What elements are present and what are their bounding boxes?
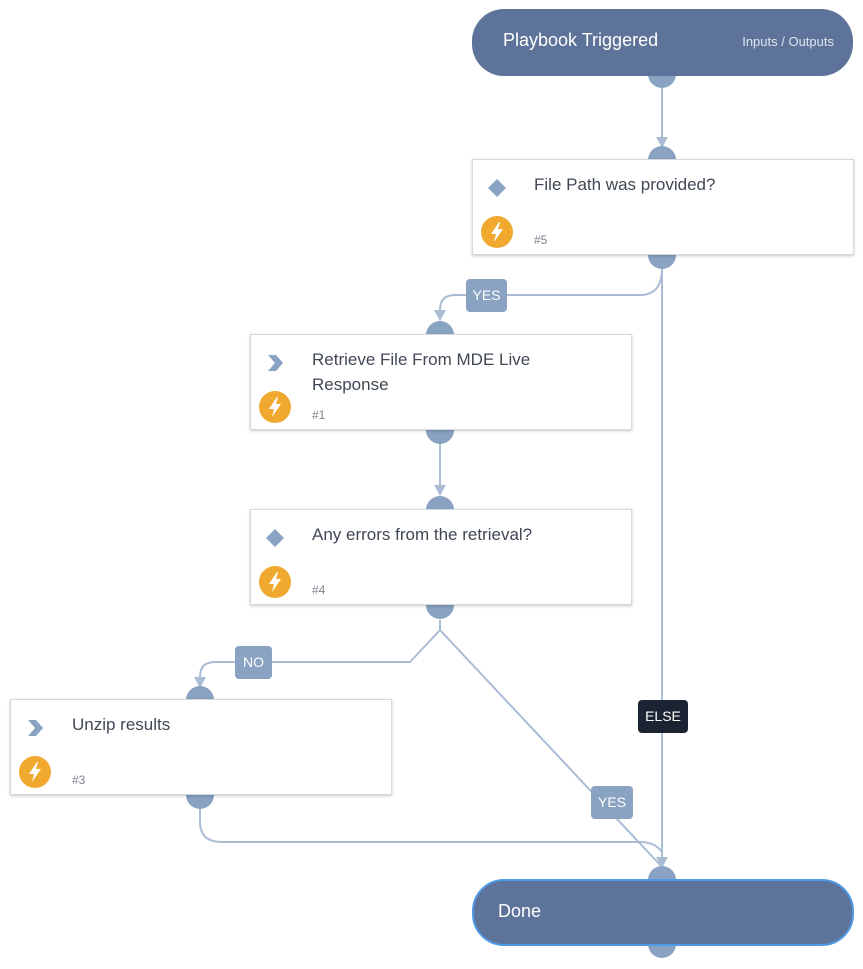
done-node-title: Done — [498, 901, 542, 921]
task-card-1[interactable]: Retrieve File From MDE Live Response #1 — [250, 334, 632, 430]
task-id: #1 — [312, 408, 326, 422]
edge-label-yes[interactable]: YES — [466, 279, 507, 312]
task-name: Any errors from the retrieval? — [312, 525, 533, 544]
edge-t5-yes-to-t1 — [439, 267, 663, 320]
start-node-title: Playbook Triggered — [503, 30, 659, 50]
lightning-bolt-icon — [481, 216, 513, 248]
task-name: Unzip results — [72, 715, 171, 734]
start-node[interactable]: Playbook Triggered Inputs / Outputs — [472, 9, 853, 76]
task-id: #3 — [72, 773, 86, 787]
lightning-bolt-icon — [259, 566, 291, 598]
edge-label-yes[interactable]: YES — [591, 786, 633, 819]
task-card-4[interactable]: Any errors from the retrieval? #4 — [250, 509, 632, 605]
arrowhead-done — [656, 857, 668, 868]
task-card-5[interactable]: File Path was provided? #5 — [472, 159, 854, 255]
arrowhead-t5 — [656, 137, 668, 148]
done-node[interactable]: Done — [472, 879, 854, 946]
lightning-bolt-icon — [19, 756, 51, 788]
edge-t4-yes-to-done — [439, 620, 663, 868]
arrowhead-t1 — [434, 310, 446, 321]
sub-playbook-chevron-icon — [268, 355, 283, 371]
edge-label-else[interactable]: ELSE — [638, 700, 688, 733]
task-card-3[interactable]: Unzip results #3 — [10, 699, 392, 795]
task-name: Retrieve File From MDE Live Response — [312, 350, 531, 394]
edge-t3-to-done — [199, 805, 663, 867]
sub-playbook-chevron-icon — [28, 720, 43, 736]
task-id: #5 — [534, 233, 548, 247]
arrowhead-t3 — [194, 677, 206, 688]
task-id: #4 — [312, 583, 326, 597]
inputs-outputs-link[interactable]: Inputs / Outputs — [742, 34, 834, 49]
task-name: File Path was provided? — [534, 175, 716, 194]
lightning-bolt-icon — [259, 391, 291, 423]
arrowhead-t4 — [434, 485, 446, 496]
condition-diamond-icon — [266, 529, 284, 547]
edge-label-no[interactable]: NO — [235, 646, 272, 679]
edge-t4-no-to-t3 — [199, 620, 441, 687]
condition-diamond-icon — [488, 179, 506, 197]
